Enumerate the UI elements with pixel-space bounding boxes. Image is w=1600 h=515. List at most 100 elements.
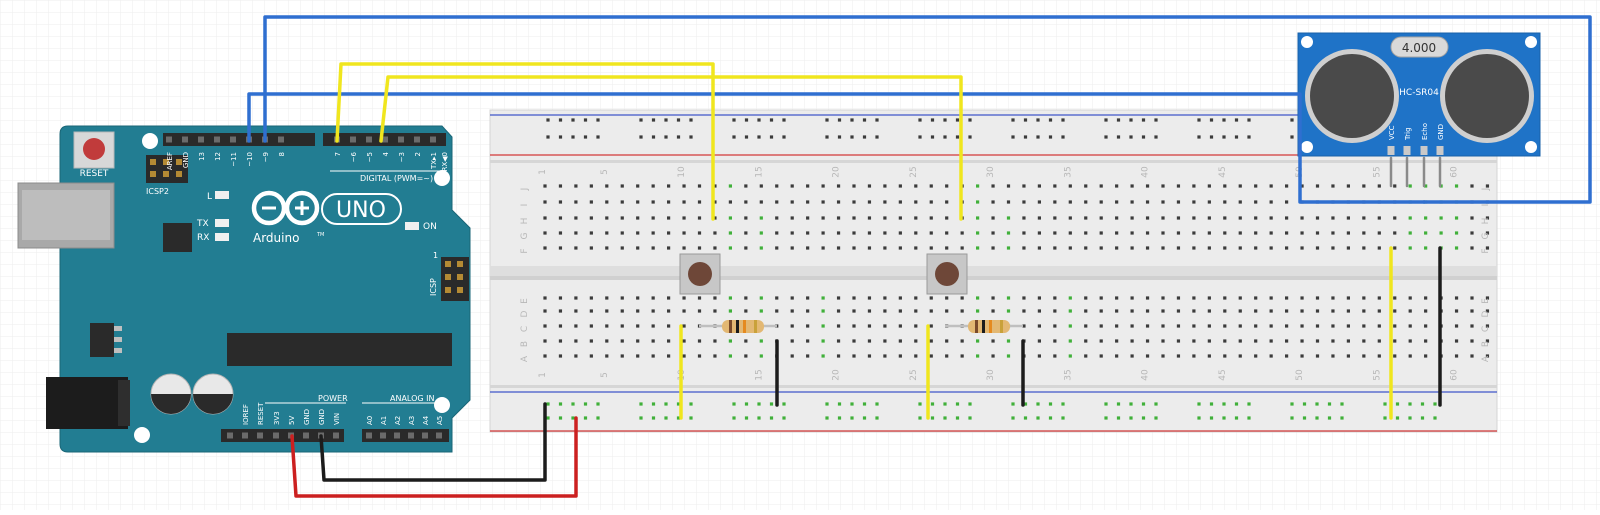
- active-hole[interactable]: [1454, 216, 1459, 220]
- breadboard-hole[interactable]: [1269, 296, 1273, 300]
- breadboard-hole[interactable]: [1238, 339, 1242, 343]
- active-rail-hole[interactable]: [1222, 416, 1226, 420]
- breadboard-hole[interactable]: [1454, 296, 1459, 300]
- breadboard-hole[interactable]: [543, 324, 547, 328]
- digital-pin[interactable]: [166, 136, 172, 143]
- breadboard-hole[interactable]: [620, 184, 624, 188]
- breadboard-hole[interactable]: [1254, 200, 1258, 204]
- rail-hole[interactable]: [782, 135, 786, 139]
- breadboard-hole[interactable]: [543, 309, 547, 313]
- breadboard-hole[interactable]: [589, 324, 593, 328]
- breadboard-hole[interactable]: [651, 309, 655, 313]
- breadboard-hole[interactable]: [574, 339, 578, 343]
- active-rail-hole[interactable]: [1222, 402, 1226, 406]
- breadboard-hole[interactable]: [1393, 309, 1397, 313]
- rail-hole[interactable]: [651, 118, 656, 122]
- breadboard-hole[interactable]: [883, 231, 887, 235]
- rail-hole[interactable]: [651, 135, 656, 139]
- breadboard-hole[interactable]: [1285, 354, 1289, 358]
- breadboard-hole[interactable]: [1331, 324, 1335, 328]
- active-rail-hole[interactable]: [968, 402, 972, 406]
- active-hole[interactable]: [1068, 296, 1072, 300]
- breadboard-hole[interactable]: [558, 324, 563, 328]
- rail-hole[interactable]: [943, 135, 947, 139]
- breadboard-hole[interactable]: [1331, 246, 1335, 250]
- analog-pin[interactable]: [408, 432, 414, 439]
- breadboard-hole[interactable]: [1037, 231, 1041, 235]
- breadboard-hole[interactable]: [1161, 216, 1165, 220]
- icsp2-pin[interactable]: [176, 159, 182, 165]
- breadboard-hole[interactable]: [1285, 324, 1289, 328]
- breadboard-hole[interactable]: [960, 354, 964, 358]
- rail-hole[interactable]: [639, 135, 643, 139]
- breadboard-hole[interactable]: [1145, 231, 1150, 235]
- breadboard-hole[interactable]: [682, 231, 686, 235]
- active-rail-hole[interactable]: [769, 402, 774, 406]
- active-hole[interactable]: [1068, 354, 1072, 358]
- breadboard-hole[interactable]: [1346, 354, 1350, 358]
- breadboard-hole[interactable]: [1300, 296, 1304, 300]
- active-rail-hole[interactable]: [1395, 402, 1400, 406]
- active-hole[interactable]: [821, 354, 825, 358]
- active-rail-hole[interactable]: [1247, 416, 1251, 420]
- rail-hole[interactable]: [1023, 118, 1028, 122]
- active-hole[interactable]: [1006, 309, 1011, 313]
- breadboard-hole[interactable]: [1145, 339, 1150, 343]
- breadboard-hole[interactable]: [1223, 200, 1227, 204]
- breadboard-hole[interactable]: [589, 354, 593, 358]
- rail-hole[interactable]: [943, 118, 947, 122]
- breadboard-hole[interactable]: [867, 354, 872, 358]
- breadboard-hole[interactable]: [1362, 324, 1366, 328]
- active-hole[interactable]: [976, 354, 980, 358]
- active-rail-hole[interactable]: [757, 402, 761, 406]
- active-rail-hole[interactable]: [744, 416, 749, 420]
- breadboard-hole[interactable]: [1315, 231, 1320, 235]
- breadboard-hole[interactable]: [867, 309, 872, 313]
- analog-pin[interactable]: [422, 432, 428, 439]
- breadboard-hole[interactable]: [836, 216, 841, 220]
- breadboard-hole[interactable]: [1099, 200, 1103, 204]
- active-rail-hole[interactable]: [1327, 416, 1332, 420]
- breadboard-hole[interactable]: [1331, 216, 1335, 220]
- breadboard-hole[interactable]: [1130, 354, 1134, 358]
- breadboard-hole[interactable]: [775, 216, 779, 220]
- rail-hole[interactable]: [1116, 118, 1121, 122]
- active-hole[interactable]: [976, 200, 980, 204]
- breadboard-hole[interactable]: [1130, 216, 1134, 220]
- breadboard-hole[interactable]: [1223, 296, 1227, 300]
- breadboard-hole[interactable]: [636, 296, 640, 300]
- rail-hole[interactable]: [850, 118, 854, 122]
- breadboard-hole[interactable]: [1254, 184, 1258, 188]
- breadboard-hole[interactable]: [867, 231, 872, 235]
- breadboard-hole[interactable]: [543, 184, 547, 188]
- active-hole[interactable]: [821, 296, 825, 300]
- breadboard-hole[interactable]: [1223, 339, 1227, 343]
- rail-hole[interactable]: [583, 118, 588, 122]
- breadboard-hole[interactable]: [744, 200, 748, 204]
- breadboard-hole[interactable]: [1300, 216, 1304, 220]
- breadboard-hole[interactable]: [558, 200, 563, 204]
- icsp-pin[interactable]: [445, 261, 451, 267]
- active-hole[interactable]: [759, 296, 763, 300]
- breadboard-hole[interactable]: [914, 354, 918, 358]
- breadboard-hole[interactable]: [1161, 296, 1165, 300]
- breadboard-hole[interactable]: [651, 296, 655, 300]
- breadboard-hole[interactable]: [1115, 354, 1119, 358]
- active-rail-hole[interactable]: [676, 402, 681, 406]
- active-rail-hole[interactable]: [1141, 416, 1146, 420]
- breadboard-hole[interactable]: [1470, 231, 1474, 235]
- breadboard-hole[interactable]: [1362, 184, 1366, 188]
- breadboard-hole[interactable]: [945, 246, 949, 250]
- active-hole[interactable]: [728, 231, 732, 235]
- breadboard[interactable]: 1155101015152020252530303535404045455050…: [489, 109, 1498, 433]
- rail-hole[interactable]: [769, 118, 774, 122]
- active-hole[interactable]: [1006, 231, 1011, 235]
- rail-hole[interactable]: [757, 135, 761, 139]
- rail-hole[interactable]: [1129, 135, 1133, 139]
- breadboard-hole[interactable]: [1238, 296, 1242, 300]
- breadboard-hole[interactable]: [744, 231, 748, 235]
- rail-hole[interactable]: [782, 118, 786, 122]
- breadboard-hole[interactable]: [883, 324, 887, 328]
- active-rail-hole[interactable]: [1116, 402, 1121, 406]
- breadboard-hole[interactable]: [1022, 231, 1026, 235]
